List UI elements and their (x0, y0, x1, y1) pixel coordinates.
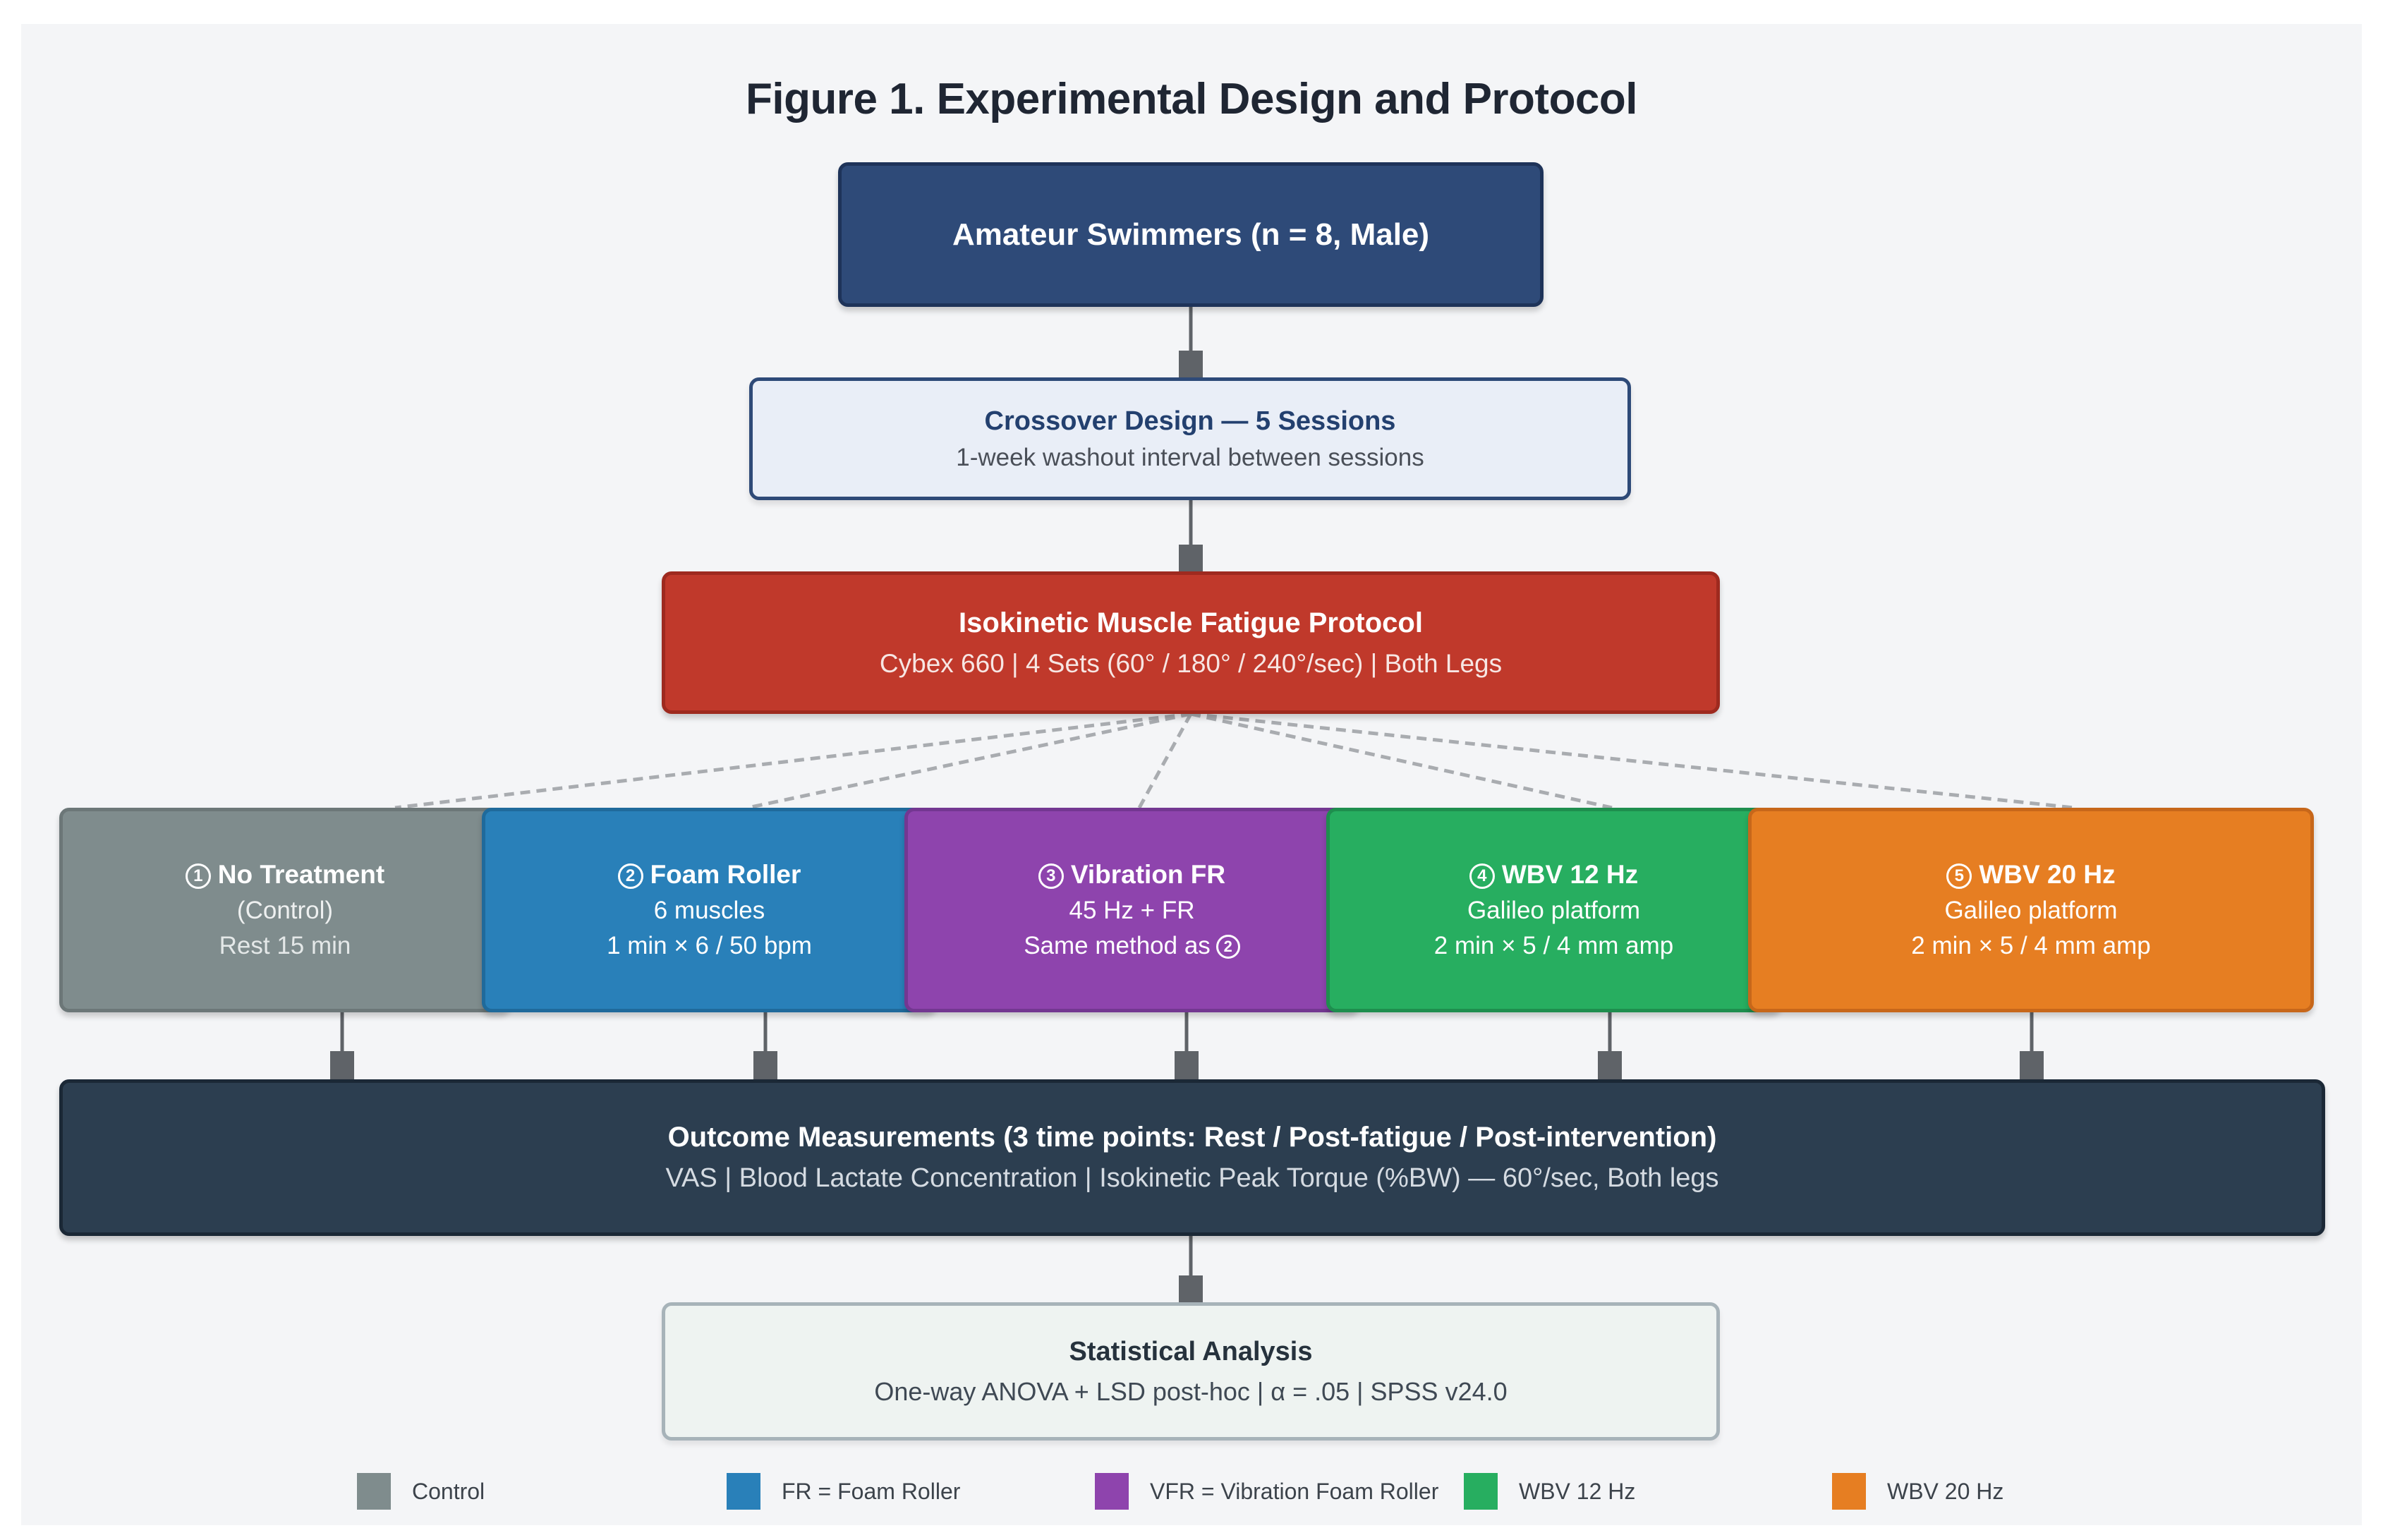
dashed-link-5 (1190, 712, 2075, 810)
condition-line2: (Control) (236, 897, 334, 924)
figure-title: Figure 1. Experimental Design and Protoc… (745, 75, 1638, 123)
dashed-link-4 (1190, 712, 1613, 810)
fatigue-title: Isokinetic Muscle Fatigue Protocol (959, 607, 1423, 638)
legend-item-wbv-20: WBV 20 Hz (1832, 1472, 2003, 1511)
condition-box-foam-roller: 2 Foam Roller 6 muscles 1 min × 6 / 50 bp… (482, 808, 937, 1012)
fatigue-detail: Cybex 660 | 4 Sets (60° / 180° / 240°/se… (879, 648, 1503, 678)
connector-block (330, 1051, 354, 1079)
condition-line2: 6 muscles (653, 897, 765, 924)
number-circle: 2 (617, 863, 643, 889)
condition-line3: Rest 15 min (219, 932, 351, 959)
stats-title: Statistical Analysis (1069, 1336, 1313, 1366)
dashed-link-3 (1137, 713, 1193, 809)
condition-line2: Galileo platform (1467, 897, 1641, 924)
outcome-measurements-box: Outcome Measurements (3 time points: Res… (59, 1079, 2325, 1236)
legend-swatch (357, 1473, 391, 1510)
number-circle: 5 (1946, 863, 1972, 889)
legend-label: Control (412, 1478, 485, 1504)
condition-line2: Galileo platform (1944, 897, 2118, 924)
legend-item-vfr: VFR = Vibration Foam Roller (1095, 1472, 1438, 1511)
legend-label: WBV 20 Hz (1887, 1478, 2004, 1504)
connector-block (1179, 351, 1203, 377)
legend-label: VFR = Vibration Foam Roller (1150, 1478, 1439, 1504)
dashed-link-1 (394, 712, 1192, 810)
connector-block (1598, 1051, 1622, 1079)
connector-block (1175, 1051, 1199, 1079)
condition-box-wbv-20hz: 5 WBV 20 Hz Galileo platform 2 min × 5 / … (1748, 808, 2314, 1012)
connector-block (2020, 1051, 2044, 1079)
legend-item-fr: FR = Foam Roller (727, 1472, 960, 1511)
condition-line3: 2 min × 5 / 4 mm amp (1433, 932, 1674, 959)
outcome-detail: VAS | Blood Lactate Concentration | Isok… (665, 1163, 1719, 1193)
subjects-box: Amateur Swimmers (n = 8, Male) (838, 162, 1544, 307)
condition-name: WBV 12 Hz (1501, 860, 1639, 889)
condition-line3: Same method as (1024, 932, 1211, 959)
legend-swatch (727, 1473, 760, 1510)
legend-swatch (1095, 1473, 1129, 1510)
condition-line3: 1 min × 6 / 50 bpm (607, 932, 812, 959)
connector-block (753, 1051, 777, 1079)
stats-detail: One-way ANOVA + LSD post-hoc | α = .05 |… (874, 1376, 1508, 1406)
condition-name: Vibration FR (1070, 860, 1226, 889)
reference-circle: 2 (1215, 935, 1240, 959)
legend-label: WBV 12 Hz (1519, 1478, 1636, 1504)
condition-name: WBV 20 Hz (1979, 860, 2116, 889)
connector-block (1179, 545, 1203, 571)
statistical-analysis-box: Statistical Analysis One-way ANOVA + LSD… (662, 1302, 1720, 1441)
design-box: Crossover Design — 5 Sessions 1-week was… (749, 377, 1631, 500)
condition-line3: 2 min × 5 / 4 mm amp (1911, 932, 2151, 959)
legend-label: FR = Foam Roller (782, 1478, 961, 1504)
number-circle: 4 (1469, 863, 1495, 889)
fatigue-protocol-box: Isokinetic Muscle Fatigue Protocol Cybex… (662, 571, 1720, 714)
subjects-label: Amateur Swimmers (n = 8, Male) (952, 217, 1430, 252)
legend-swatch (1464, 1473, 1498, 1510)
legend-item-wbv-12: WBV 12 Hz (1464, 1472, 1635, 1511)
condition-line2: 45 Hz + FR (1069, 897, 1195, 924)
number-circle: 1 (185, 863, 211, 889)
design-detail: 1-week washout interval between sessions (956, 443, 1424, 471)
condition-name: Foam Roller (650, 860, 801, 889)
design-title: Crossover Design — 5 Sessions (984, 406, 1396, 436)
outcome-title: Outcome Measurements (3 time points: Res… (667, 1122, 1717, 1153)
legend-swatch (1832, 1473, 1866, 1510)
number-circle: 3 (1038, 863, 1064, 889)
condition-name: No Treatment (217, 860, 385, 889)
connector-block (1179, 1275, 1203, 1302)
legend-item-control: Control (357, 1472, 485, 1511)
dashed-link-2 (747, 712, 1192, 810)
